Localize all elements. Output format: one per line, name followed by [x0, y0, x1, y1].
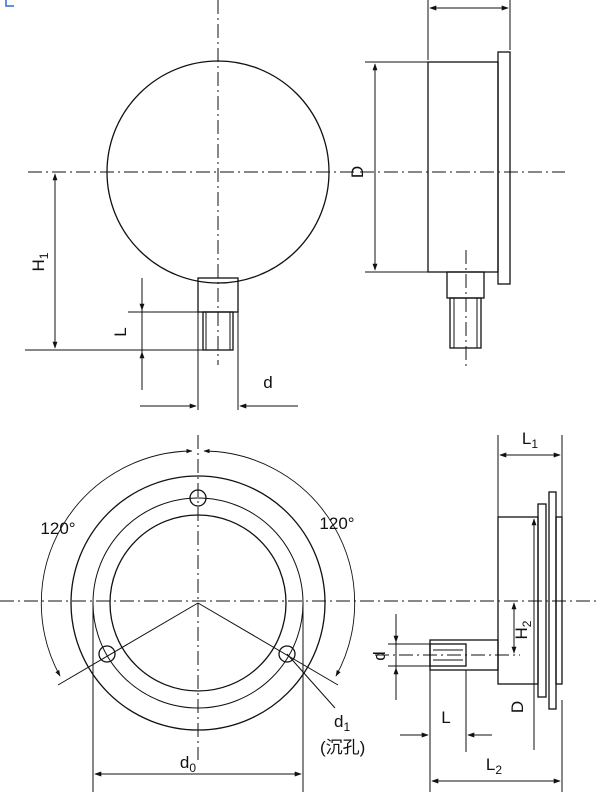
flange-front-view: 120° 120° d1 (沉孔) d0 — [0, 435, 600, 792]
l-label-bottom: L — [441, 708, 450, 727]
angle-arc-right — [203, 448, 356, 677]
l1-label: L1 — [522, 429, 538, 451]
countersink-label: (沉孔) — [320, 738, 365, 757]
radial-line-left — [57, 602, 199, 686]
radial-line-right — [197, 602, 339, 686]
front-flange — [497, 51, 511, 285]
h2-label: H2 — [512, 620, 534, 639]
D-label-bottom: D — [508, 701, 527, 713]
D-label-top: D — [348, 166, 367, 178]
d-label-bottom: d — [370, 651, 389, 660]
angle-arc-left — [40, 448, 193, 677]
corner-fragment — [5, 0, 14, 7]
flange-side-view: L1 H2 D d L L2 — [370, 429, 563, 792]
case-body — [427, 61, 499, 273]
connector-thread — [202, 311, 234, 351]
l-label-top: L — [111, 327, 130, 336]
side-glass — [555, 516, 563, 685]
d1-label: d1 — [334, 712, 350, 734]
top-side-view: D — [348, 0, 565, 368]
d1-leader — [286, 653, 336, 709]
angle-label-left: 120° — [40, 519, 75, 538]
side-flange-front — [537, 503, 547, 698]
d0-label: d0 — [180, 753, 196, 775]
top-front-view: H1 L d — [25, 0, 355, 410]
angle-label-right: 120° — [319, 514, 354, 533]
h1-label: H1 — [29, 252, 51, 271]
l2-label: L2 — [486, 755, 502, 777]
d-label-top: d — [263, 373, 272, 392]
